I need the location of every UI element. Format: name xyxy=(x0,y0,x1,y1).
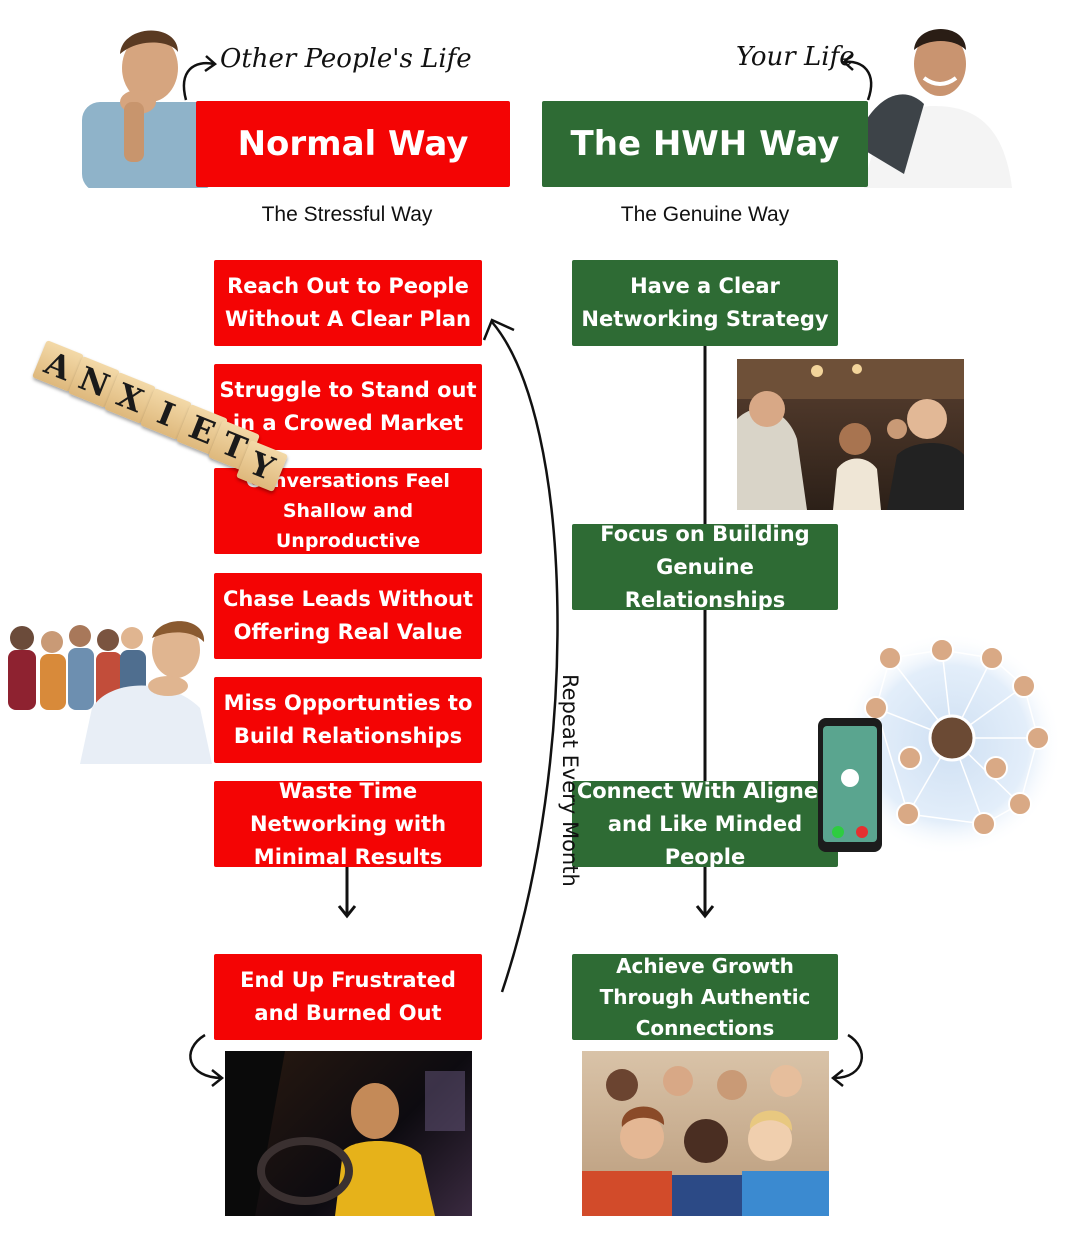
repeat-every-month-label: Repeat Every Month xyxy=(558,674,582,887)
your-life-annotation: Your Life xyxy=(736,42,855,72)
pensive-man-photo xyxy=(78,14,218,188)
left-step-1: Reach Out to People Without A Clear Plan xyxy=(214,260,482,346)
left-step-4: Chase Leads Without Offering Real Value xyxy=(214,573,482,659)
genuine-way-subtitle: The Genuine Way xyxy=(620,203,790,226)
happy-group-photo xyxy=(582,1051,829,1216)
left-step-5: Miss Opportunties to Build Relationships xyxy=(214,677,482,763)
left-outcome: End Up Frustrated and Burned Out xyxy=(214,954,482,1040)
smiling-man-photo xyxy=(844,14,1014,188)
right-step-3: Connect With Aligned and Like Minded Peo… xyxy=(572,779,838,869)
normal-way-header: Normal Way xyxy=(196,101,510,187)
left-step-6: Waste Time Networking with Minimal Resul… xyxy=(214,779,482,869)
tired-driver-photo xyxy=(225,1051,472,1216)
other-peoples-life-annotation: Other People's Life xyxy=(220,44,472,74)
right-outcome: Achieve Growth Through Authentic Connect… xyxy=(572,954,838,1040)
stressful-way-subtitle: The Stressful Way xyxy=(261,203,433,226)
right-step-2: Focus on Building Genuine Relationships xyxy=(572,522,838,612)
hwh-way-header: The HWH Way xyxy=(542,101,868,187)
stressed-worker-photo xyxy=(0,608,222,764)
social-network-illustration xyxy=(816,628,1060,868)
right-step-1: Have a Clear Networking Strategy xyxy=(572,260,838,346)
networking-event-photo xyxy=(737,359,964,510)
